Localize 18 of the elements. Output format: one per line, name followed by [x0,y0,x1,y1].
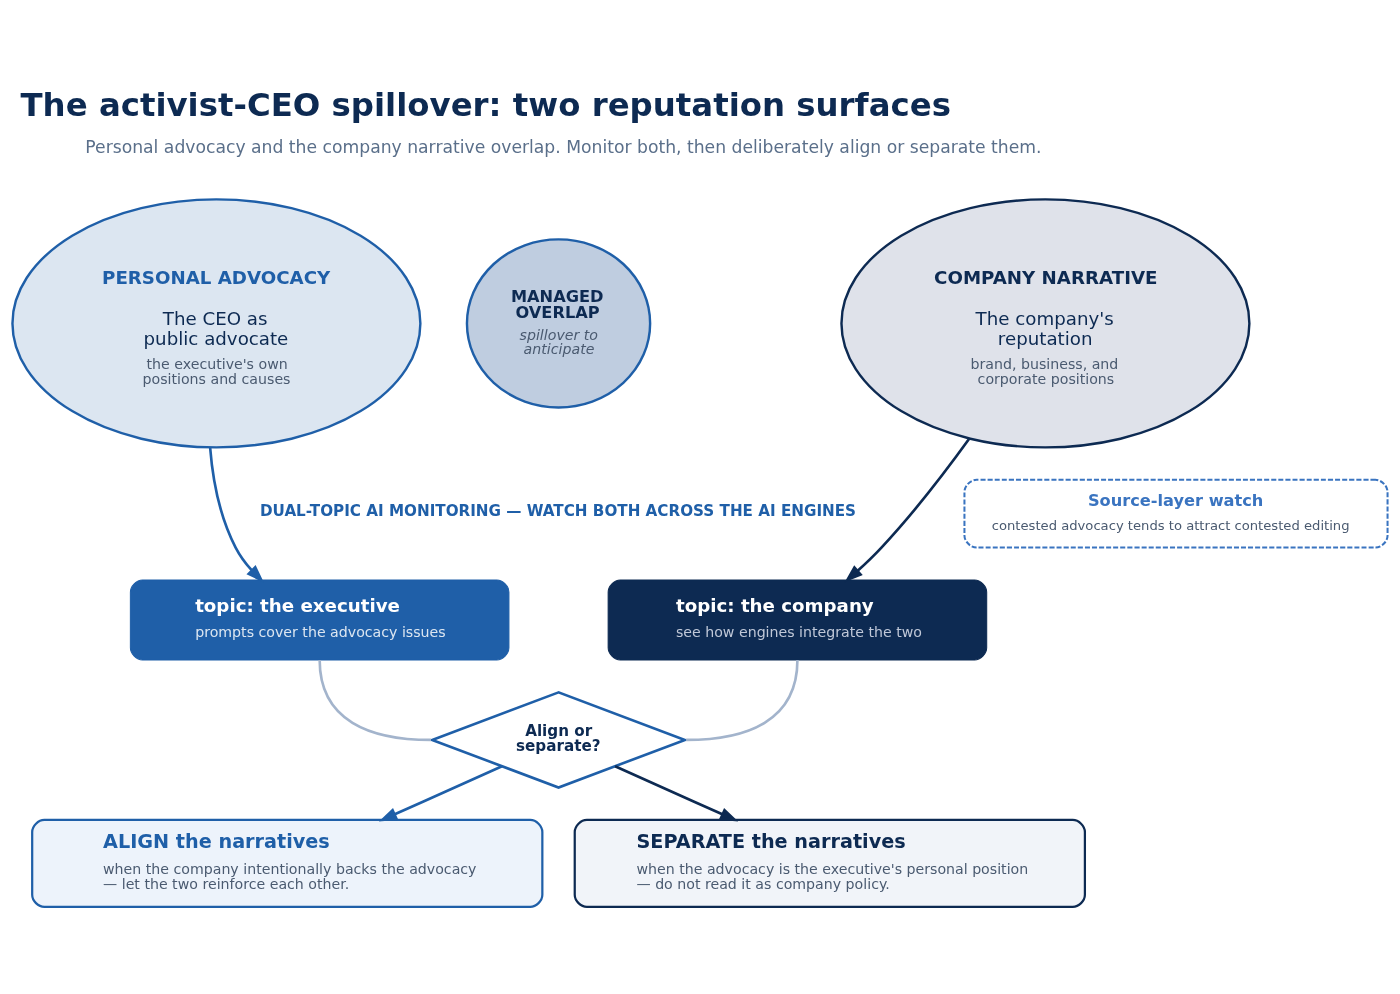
node-box: topic: the company see how engines integrate the two [607,579,988,661]
node-ellipse: PERSONAL ADVOCACY The CEO as public advocate the executive's own positions and causes [11,198,422,449]
arrow [844,437,971,583]
arrow [378,765,503,822]
label: Personal advocacy and the company narrative overlap. Monitor both, then deliberately align or separate them. [85,136,1042,157]
node-box: SEPARATE the narratives when the advocacy is the executive's personal position — do not read it as company policy. [573,818,1086,909]
node-circle: MANAGED OVERLAP spillover to anticipate [465,238,652,409]
connector [686,659,799,742]
arrow [614,765,739,822]
diagram-title: The activist-CEO spillover: two reputation surfaces [20,86,951,124]
node-ellipse: COMPANY NARRATIVE The company's reputation brand, business, and corporate positions [840,198,1251,449]
label: DUAL-TOPIC AI MONITORING — WATCH BOTH ACROSS THE AI ENGINES [259,502,857,521]
node-box: ALIGN the narratives when the company intentionally backs the advocacy — let the two reinforce each other. [31,818,544,909]
connector [318,659,432,742]
node-box: topic: the executive prompts cover the advocacy issues [129,579,510,661]
arrow [208,447,264,583]
node-box: Source-layer watch contested advocacy tends to attract contested editing [963,478,1389,549]
node-diamond: Align or separate? [428,690,689,789]
